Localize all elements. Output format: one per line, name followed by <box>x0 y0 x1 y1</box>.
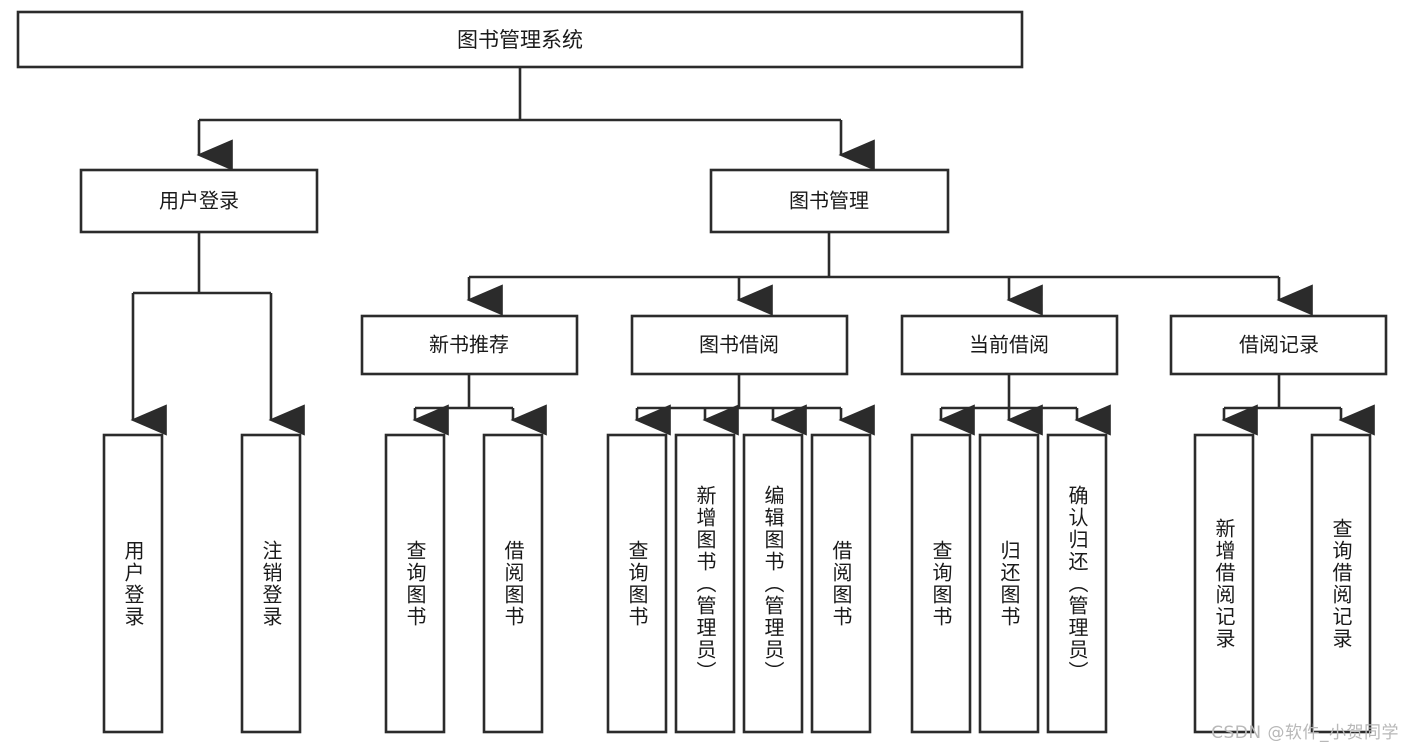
node-leaf-query-book-3[interactable] <box>910 433 972 734</box>
leaf-boxes <box>102 433 1372 734</box>
node-borrow-record[interactable]: 借阅记录 <box>1169 314 1388 376</box>
node-leaf-return-book[interactable] <box>978 433 1040 734</box>
connector-new-book-recommend-to-leaves <box>412 374 547 436</box>
node-book-borrow[interactable]: 图书借阅 <box>630 314 849 376</box>
node-user-login-label: 用户登录 <box>159 189 239 213</box>
node-leaf-add-book[interactable] <box>674 433 736 734</box>
connector-borrow-record-to-leaves <box>1221 374 1375 436</box>
node-book-manage[interactable]: 图书管理 <box>709 168 950 234</box>
node-leaf-borrow-book-2[interactable] <box>810 433 872 734</box>
node-leaf-confirm-return[interactable] <box>1046 433 1108 734</box>
node-new-book-recommend[interactable]: 新书推荐 <box>360 314 579 376</box>
node-new-book-recommend-label: 新书推荐 <box>429 333 509 357</box>
node-leaf-query-book-1[interactable] <box>384 433 446 734</box>
connector-book-manage-to-level3 <box>466 232 1313 316</box>
node-leaf-query-book-2[interactable] <box>606 433 668 734</box>
node-current-borrow[interactable]: 当前借阅 <box>900 314 1119 376</box>
node-leaf-user-login[interactable] <box>102 433 164 734</box>
node-leaf-add-record[interactable] <box>1193 433 1255 734</box>
node-current-borrow-label: 当前借阅 <box>969 333 1049 357</box>
connector-root-to-level2 <box>196 67 875 171</box>
node-book-manage-label: 图书管理 <box>789 189 869 213</box>
connector-book-borrow-to-leaves <box>634 374 875 436</box>
node-root[interactable]: 图书管理系统 <box>16 10 1024 69</box>
node-leaf-query-record[interactable] <box>1310 433 1372 734</box>
connector-user-login-to-leaves <box>130 232 305 436</box>
node-borrow-record-label: 借阅记录 <box>1239 333 1319 357</box>
node-root-label: 图书管理系统 <box>457 28 583 52</box>
watermark-text: CSDN @软件_小贺同学 <box>1211 723 1399 743</box>
node-leaf-borrow-book-1[interactable] <box>482 433 544 734</box>
node-leaf-logout-login[interactable] <box>240 433 302 734</box>
connector-current-borrow-to-leaves <box>938 374 1111 436</box>
node-user-login[interactable]: 用户登录 <box>79 168 319 234</box>
node-book-borrow-label: 图书借阅 <box>699 333 779 357</box>
node-leaf-edit-book[interactable] <box>742 433 804 734</box>
